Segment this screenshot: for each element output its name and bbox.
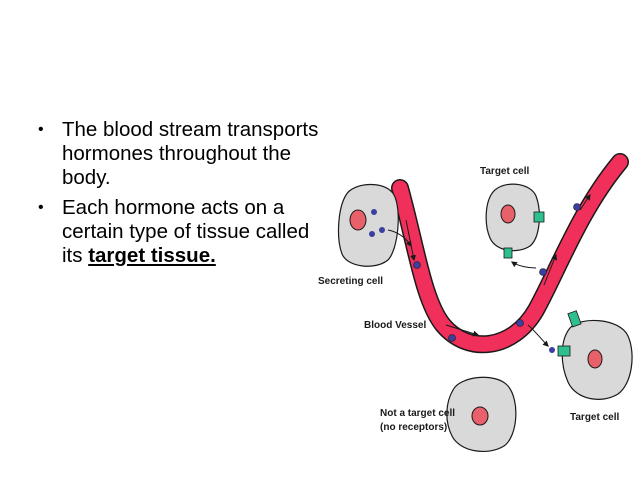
bullet-item: • Each hormone acts on a certain type of… <box>30 196 320 268</box>
hormone-molecule <box>369 231 375 237</box>
secreting-cell <box>337 183 399 267</box>
hormone-molecule <box>573 203 581 211</box>
target-cell-top-nucleus <box>500 204 516 224</box>
target-cell-top <box>485 183 545 259</box>
hormone-molecule <box>448 334 456 342</box>
flow-arrow <box>405 219 417 262</box>
bullet-dot-icon: • <box>38 199 44 216</box>
target-cell-right-nucleus <box>587 349 603 369</box>
label-target-cell-right: Target cell <box>570 412 619 423</box>
label-secreting-cell: Secreting cell <box>318 276 383 287</box>
flow-arrow <box>445 324 480 337</box>
flow-arrow <box>543 253 558 286</box>
hormone-molecule <box>539 268 547 276</box>
label-not-target-line2: (no receptors) <box>380 422 447 433</box>
hormone-molecule <box>413 261 421 269</box>
binding-arrow <box>511 261 537 269</box>
non-target-cell-nucleus <box>471 406 489 426</box>
receptor <box>557 345 571 357</box>
bullet-text: The blood stream transports hormones thr… <box>62 118 319 189</box>
secreting-cell-nucleus <box>349 209 367 231</box>
release-arrow <box>387 229 412 248</box>
bullet-list: • The blood stream transports hormones t… <box>30 118 320 274</box>
receptor <box>503 247 513 259</box>
flow-arrow <box>579 194 591 211</box>
bullet-item: • The blood stream transports hormones t… <box>30 118 320 190</box>
hormone-molecule <box>549 347 555 353</box>
label-blood-vessel: Blood Vessel <box>364 320 426 331</box>
receptor <box>567 310 582 328</box>
label-target-cell-top: Target cell <box>480 166 529 177</box>
receptor <box>533 211 545 223</box>
bullet-dot-icon: • <box>38 121 44 138</box>
non-target-cell <box>446 376 517 453</box>
hormone-molecule <box>371 209 377 215</box>
binding-arrow <box>527 324 549 347</box>
bullet-text: Each hormone acts on a certain type of t… <box>62 196 310 267</box>
hormone-molecule <box>379 227 385 233</box>
blood-vessel-fill <box>392 154 628 352</box>
target-cell-right <box>557 310 633 400</box>
target-tissue-term: target tissue. <box>88 244 216 267</box>
hormone-molecule <box>516 319 524 327</box>
label-not-target-line1: Not a target cell <box>380 408 455 419</box>
hormone-transport-diagram: Target cell Secreting cell Blood Vessel … <box>318 153 633 453</box>
